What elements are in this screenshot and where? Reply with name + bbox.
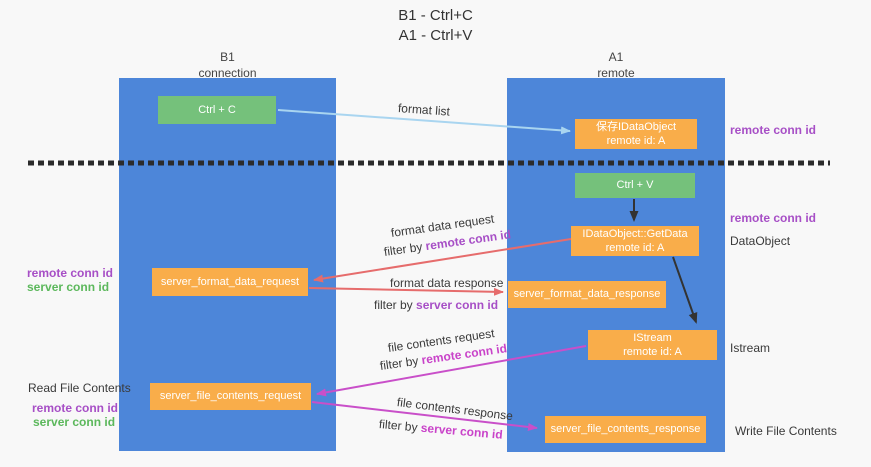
lifeline-a1-name: A1	[608, 50, 624, 64]
filter-by-text: filter by	[383, 239, 424, 259]
server-file-contents-response-label: server_file_contents_response	[550, 423, 701, 436]
ctrl-c-box: Ctrl + C	[158, 96, 276, 124]
label-remote-conn-id-mid: remote conn id	[730, 211, 817, 225]
server-conn-id-highlight: server conn id	[416, 298, 499, 312]
istream-line1: IStream	[633, 331, 672, 344]
label-left-server-conn-id-1: server conn id	[27, 280, 110, 294]
istream-box: IStream remote id: A	[588, 330, 717, 360]
server-format-data-response-label: server_format_data_response	[513, 288, 661, 301]
label-left-remote-conn-id-2: remote conn id	[32, 401, 119, 415]
istream-line2: remote id: A	[623, 346, 682, 358]
label-read-file-contents: Read File Contents	[28, 381, 131, 395]
lifeline-header-b1: B1 connection	[119, 50, 336, 81]
ctrl-v-box: Ctrl + V	[575, 173, 695, 198]
filter-by-text: filter by	[378, 417, 419, 435]
title-line-1: B1 - Ctrl+C	[398, 7, 473, 24]
label-dataobject: DataObject	[730, 234, 791, 248]
title-line-2: A1 - Ctrl+V	[398, 26, 473, 44]
lifeline-b1-role: connection	[198, 65, 257, 80]
getdata-line2: remote id: A	[605, 242, 665, 254]
label-filter-format-response: filter by server conn id	[374, 298, 498, 312]
idataobject-getdata-box: IDataObject::GetData remote id: A	[571, 226, 699, 256]
label-format-list: format list	[397, 101, 451, 119]
filter-by-text: filter by	[374, 298, 413, 312]
save-idataobject-box: 保存IDataObject remote id: A	[575, 119, 697, 149]
server-format-data-request-label: server_format_data_request	[160, 275, 300, 288]
diagram-title: B1 - Ctrl+C A1 - Ctrl+V	[0, 6, 871, 46]
getdata-line1: IDataObject::GetData	[582, 227, 688, 240]
label-left-server-conn-id-2: server conn id	[33, 415, 116, 429]
server-format-data-request-box: server_format_data_request	[152, 268, 308, 296]
server-conn-id-highlight: server conn id	[420, 420, 504, 442]
lifeline-header-a1: A1 remote	[507, 50, 725, 81]
label-istream: Istream	[730, 341, 771, 355]
label-file-contents-response: file contents response	[396, 395, 514, 424]
label-format-data-response: format data response	[390, 276, 504, 290]
save-idataobject-line1: 保存IDataObject	[595, 120, 677, 133]
label-left-remote-conn-id-1: remote conn id	[27, 266, 114, 280]
lifeline-a1-role: remote	[597, 65, 635, 80]
server-file-contents-response-box: server_file_contents_response	[545, 416, 706, 443]
label-filter-file-response: filter by server conn id	[378, 417, 503, 442]
server-file-contents-request-box: server_file_contents_request	[150, 383, 311, 410]
server-format-data-response-box: server_format_data_response	[508, 281, 666, 308]
server-file-contents-request-label: server_file_contents_request	[159, 390, 302, 403]
label-remote-conn-id-top: remote conn id	[730, 123, 817, 137]
ctrl-c-label: Ctrl + C	[198, 103, 236, 116]
save-idataobject-line2: remote id: A	[606, 135, 666, 147]
filter-by-text: filter by	[379, 353, 420, 373]
lifeline-b1-name: B1	[220, 50, 235, 64]
ctrl-v-label: Ctrl + V	[616, 179, 654, 192]
label-write-file-contents: Write File Contents	[735, 424, 837, 438]
